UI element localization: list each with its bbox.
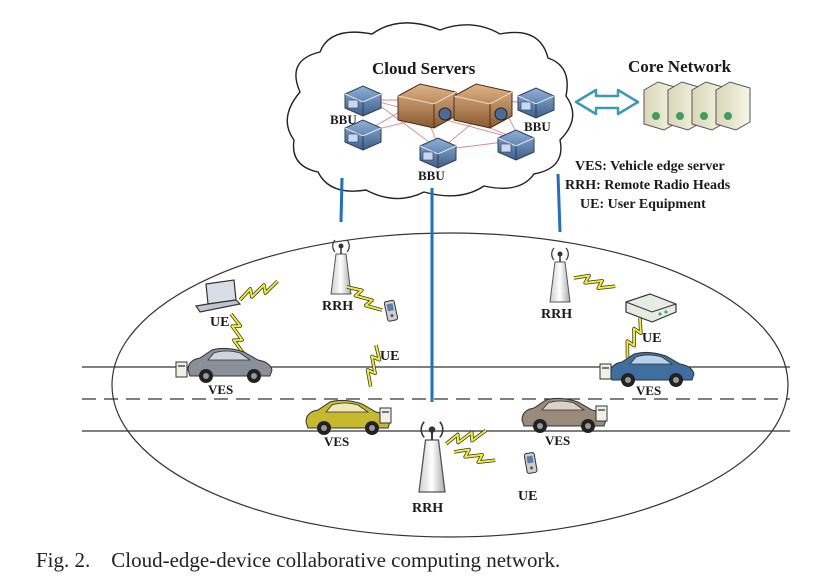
legend-rrh: RRH: Remote Radio Heads bbox=[565, 178, 731, 193]
ves-label: VES bbox=[636, 383, 661, 398]
wireless-link-icon bbox=[451, 444, 498, 468]
core-network-title: Core Network bbox=[628, 57, 732, 76]
ue-label: UE bbox=[518, 489, 537, 504]
phone-icon bbox=[523, 451, 538, 475]
vehicle-icon bbox=[175, 347, 273, 384]
bidirectional-arrow-icon bbox=[574, 88, 640, 116]
ves-label: VES bbox=[208, 382, 233, 397]
ue-label: UE bbox=[642, 331, 661, 346]
coverage-area bbox=[111, 232, 789, 538]
rrh-label: RRH bbox=[412, 501, 443, 516]
core-network-servers bbox=[643, 81, 751, 131]
legend-ue: UE: User Equipment bbox=[580, 197, 706, 212]
wired-link-rrh-left bbox=[339, 177, 344, 223]
bbu-label: BBU bbox=[330, 112, 357, 127]
router-icon bbox=[625, 293, 677, 323]
cloud-server-icon bbox=[453, 83, 513, 129]
vehicle-icon bbox=[521, 397, 608, 433]
figure-number: Fig. 2. bbox=[36, 548, 91, 572]
ue-label: UE bbox=[210, 315, 229, 330]
bbu-label: BBU bbox=[418, 168, 445, 183]
bbu-label: BBU bbox=[524, 119, 551, 134]
phone-icon bbox=[383, 299, 399, 323]
vehicle-icon bbox=[599, 351, 695, 387]
wireless-link-icon bbox=[571, 270, 618, 294]
vehicle-icon bbox=[305, 399, 392, 435]
ves-label: VES bbox=[545, 433, 570, 448]
cloud-servers-title: Cloud Servers bbox=[372, 59, 476, 78]
legend-ves: VES: Vehicle edge server bbox=[575, 159, 725, 174]
rrh-tower-icon bbox=[418, 420, 446, 493]
figure-caption: Fig. 2. Cloud-edge-device collaborative … bbox=[36, 548, 560, 573]
figure-caption-text: Cloud-edge-device collaborative computin… bbox=[111, 548, 561, 572]
laptop-icon bbox=[194, 279, 242, 313]
rrh-label: RRH bbox=[322, 299, 353, 314]
ves-label: VES bbox=[324, 434, 349, 449]
rrh-label: RRH bbox=[541, 307, 572, 322]
wireless-link-icon bbox=[442, 424, 490, 450]
wired-link-rrh-right bbox=[556, 173, 562, 233]
ue-label: UE bbox=[380, 349, 399, 364]
rrh-tower-icon bbox=[549, 247, 571, 303]
wireless-link-icon bbox=[235, 275, 282, 306]
